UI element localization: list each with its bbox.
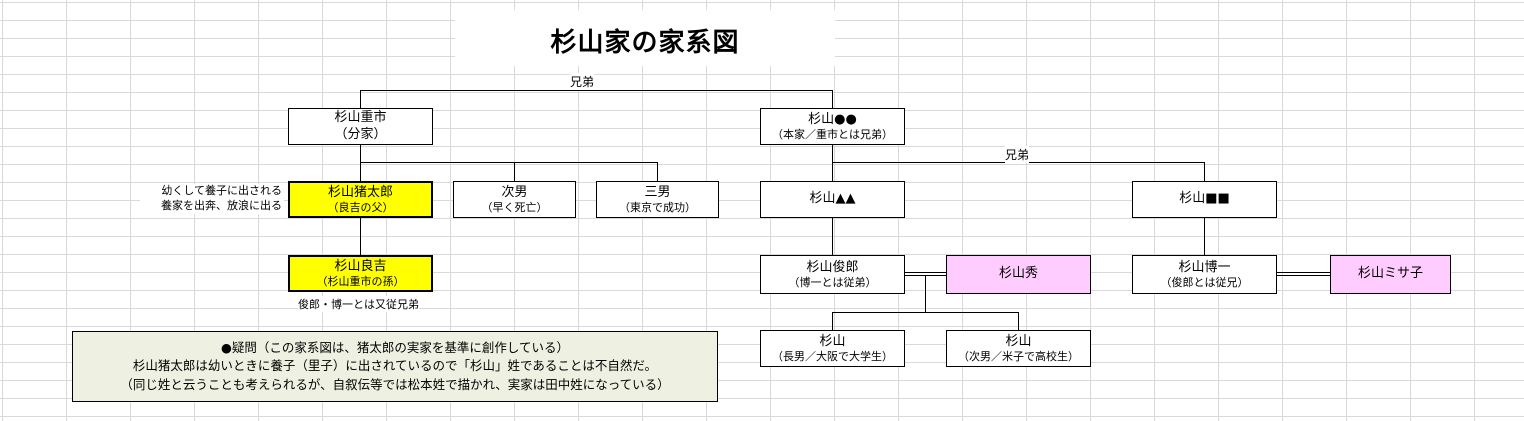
person-name: 杉山俊郎 [806, 259, 859, 275]
person-name: 次男 [501, 184, 528, 200]
question-line: 杉山猪太郎は幼いときに養子（里子）に出されているので「杉山」姓であることは不自然… [132, 358, 658, 374]
itaro-side-note: 幼くして養子に出される 養家を出奔、放浪に出る [140, 184, 284, 214]
person-box-chonan: 杉山 （長男／大阪で大学生） [760, 330, 905, 367]
page-title: 杉山家の家系図 [550, 28, 740, 58]
person-box-honke: 杉山●● （本家／重市とは兄弟） [760, 108, 905, 145]
person-name: 杉山 [819, 333, 846, 349]
person-box-jinan: 次男 （早く死亡） [453, 181, 576, 218]
connector-line [514, 162, 515, 181]
person-name: 杉山博一 [1178, 259, 1231, 275]
person-note: （俊郎とは従兄） [1160, 275, 1249, 289]
relation-label-brothers: 兄弟 [1005, 146, 1030, 163]
person-note: （次男／米子で高校生） [958, 349, 1079, 363]
connector-line [832, 218, 833, 255]
person-name: 杉山■■ [1179, 191, 1230, 207]
ryokichi-below-note: 俊郎・博一とは又従兄弟 [298, 296, 419, 312]
person-note: （早く死亡） [481, 200, 548, 214]
question-line: ●疑問（この家系図は、猪太郎の実家を基準に創作している） [220, 340, 570, 356]
marriage-line [1277, 272, 1330, 276]
person-note: （本家／重市とは兄弟） [772, 127, 893, 141]
question-line: （同じ姓と云うことも考えられるが、自叙伝等では松本姓で描かれ、実家は田中姓になっ… [120, 376, 670, 392]
person-note: （東京で成功） [619, 200, 696, 214]
connector-line [832, 312, 1019, 313]
side-note-line: 養家を出奔、放浪に出る [161, 198, 282, 212]
connector-line [360, 162, 658, 163]
marriage-line [905, 272, 946, 276]
connector-line [1204, 218, 1205, 255]
person-name: 杉山猪太郎 [327, 184, 393, 200]
person-note: （博一とは従弟） [788, 275, 877, 289]
connector-line [1204, 162, 1205, 181]
person-name: 杉山秀 [998, 266, 1038, 282]
person-name: 三男 [644, 184, 671, 200]
connector-line [360, 218, 361, 255]
person-box-shunro: 杉山俊郎 （博一とは従弟） [760, 255, 905, 294]
connector-line [832, 312, 833, 330]
person-box-misako: 杉山ミサ子 [1330, 255, 1451, 294]
person-name: 杉山ミサ子 [1357, 266, 1423, 282]
person-name: 杉山●● [808, 111, 857, 127]
connector-line [657, 162, 658, 181]
person-note: （良吉の父） [327, 200, 394, 214]
person-box-shigeichi: 杉山重市 （分家） [288, 108, 433, 145]
person-box-square: 杉山■■ [1132, 181, 1277, 218]
person-box-sannan: 三男 （東京で成功） [596, 181, 719, 218]
connector-line [832, 145, 833, 181]
connector-line [832, 90, 833, 108]
person-note: （長男／大阪で大学生） [772, 349, 893, 363]
person-box-jinan2: 杉山 （次男／米子で高校生） [946, 330, 1091, 367]
side-note-line: 幼くして養子に出される [161, 184, 282, 197]
person-note: （分家） [334, 126, 387, 142]
connector-line [360, 145, 361, 181]
question-note: ●疑問（この家系図は、猪太郎の実家を基準に創作している） 杉山猪太郎は幼いときに… [72, 331, 718, 402]
connector-line [1018, 312, 1019, 330]
person-name: 杉山 [1005, 333, 1032, 349]
title-background [455, 10, 835, 66]
person-note: （杉山重市の孫） [316, 274, 405, 288]
person-box-triangle: 杉山▲▲ [760, 181, 905, 218]
person-name: 杉山良吉 [334, 258, 387, 274]
connector-line [925, 276, 926, 313]
person-box-hirokazu: 杉山博一 （俊郎とは従兄） [1132, 255, 1277, 294]
person-name: 杉山▲▲ [809, 191, 856, 207]
connector-line [360, 90, 833, 91]
person-box-hide: 杉山秀 [946, 255, 1091, 294]
person-box-ryokichi: 杉山良吉 （杉山重市の孫） [288, 255, 433, 292]
person-box-itaro: 杉山猪太郎 （良吉の父） [288, 181, 433, 218]
person-name: 杉山重市 [334, 110, 387, 126]
connector-line [360, 90, 361, 108]
relation-label-brothers: 兄弟 [570, 73, 595, 90]
